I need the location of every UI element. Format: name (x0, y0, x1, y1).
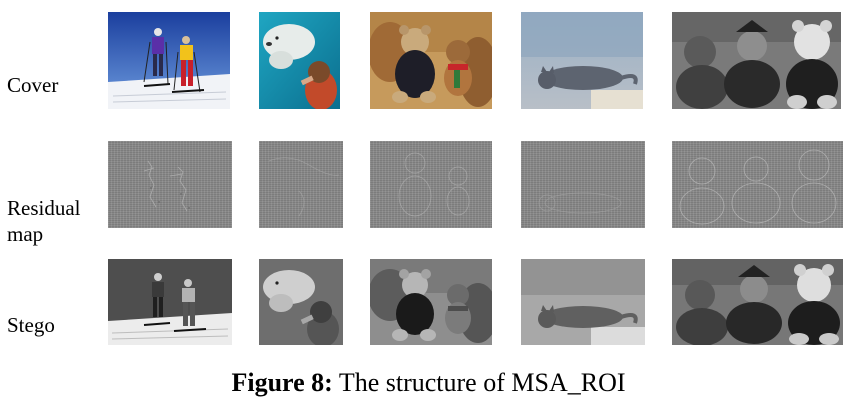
stego-image-polar-bear (259, 259, 343, 345)
figure-number: Figure 8: (231, 368, 333, 397)
stego-image-skiers (108, 259, 232, 345)
cover-image-skiers (108, 12, 230, 109)
residual-map-teddy-bears-grayscale (672, 141, 843, 228)
cover-image-polar-bear (259, 12, 340, 109)
residual-map-polar-bear (259, 141, 343, 228)
stego-image-cat (521, 259, 645, 345)
stego-image-teddy-bears-grayscale (672, 259, 843, 345)
figure-caption-text: The structure of MSA_ROI (332, 368, 626, 397)
row-label-stego: Stego (7, 313, 55, 337)
residual-map-teddy-bears (370, 141, 492, 228)
cover-image-cat (521, 12, 643, 109)
row-label-cover: Cover (7, 73, 59, 97)
cover-image-teddy-bears-grayscale (672, 12, 841, 109)
residual-map-cat (521, 141, 645, 228)
cover-image-teddy-bears (370, 12, 492, 109)
residual-map-skiers (108, 141, 232, 228)
figure-caption: Figure 8: The structure of MSA_ROI (0, 368, 857, 398)
stego-image-teddy-bears (370, 259, 492, 345)
row-label-residual-map: Residual map (7, 196, 81, 246)
